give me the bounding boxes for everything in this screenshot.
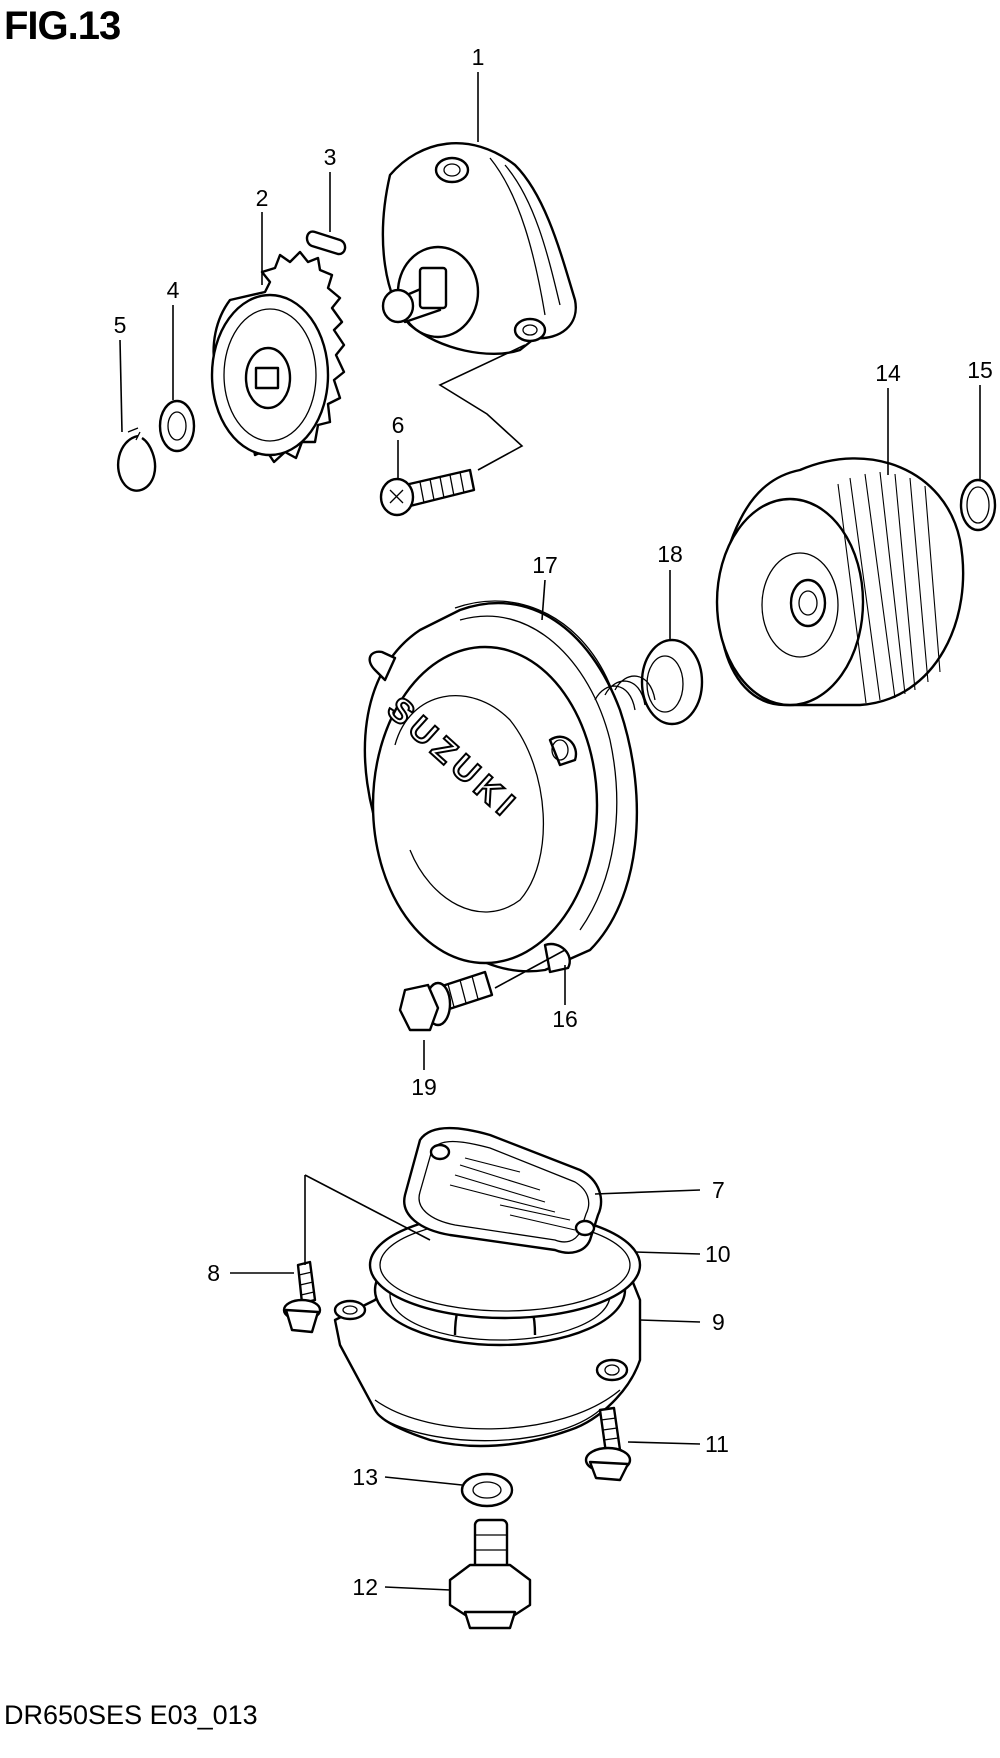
callout-2[interactable]: 2 [256, 185, 269, 211]
small-screw-part[interactable] [282, 1260, 322, 1334]
callout-19[interactable]: 19 [411, 1074, 437, 1100]
o-ring-part[interactable] [959, 478, 997, 532]
spring-part[interactable] [594, 638, 704, 726]
callout-10[interactable]: 10 [705, 1241, 731, 1267]
callout-9[interactable]: 9 [712, 1309, 725, 1335]
figure-title: FIG.13 [4, 4, 121, 48]
circlip-part[interactable] [116, 427, 157, 492]
callout-17[interactable]: 17 [532, 552, 558, 578]
callout-16[interactable]: 16 [552, 1006, 578, 1032]
washer-part[interactable] [158, 399, 196, 453]
callout-labels: 1 2 3 4 5 6 7 8 9 10 11 12 13 14 15 16 1… [114, 44, 993, 1600]
callout-7[interactable]: 7 [712, 1177, 725, 1203]
screw-part[interactable] [379, 468, 476, 517]
pan-screw-part[interactable] [584, 1406, 632, 1482]
strainer-gasket-part[interactable] [403, 1126, 603, 1254]
oil-pump-part[interactable] [381, 142, 577, 356]
callout-15[interactable]: 15 [967, 357, 993, 383]
drain-plug-part[interactable] [448, 1518, 532, 1630]
callout-14[interactable]: 14 [875, 360, 901, 386]
cover-bolt-part[interactable] [398, 970, 494, 1032]
callout-1[interactable]: 1 [472, 44, 485, 70]
assembly-guide-line [438, 344, 526, 471]
callout-11[interactable]: 11 [705, 1431, 729, 1457]
callout-leader-lines [119, 72, 981, 1591]
callout-4[interactable]: 4 [167, 277, 180, 303]
callout-13[interactable]: 13 [352, 1464, 378, 1490]
callout-5[interactable]: 5 [114, 312, 127, 338]
figure-footer: DR650SES E03_013 [4, 1700, 258, 1730]
callout-8[interactable]: 8 [207, 1260, 220, 1286]
callout-12[interactable]: 12 [352, 1574, 378, 1600]
drain-washer-part[interactable] [460, 1472, 514, 1508]
callout-6[interactable]: 6 [392, 412, 405, 438]
filter-cap-part[interactable]: SUZUKI [363, 600, 639, 974]
callout-3[interactable]: 3 [324, 144, 337, 170]
pump-gear-part[interactable] [210, 250, 346, 464]
pin-part[interactable] [305, 230, 347, 256]
callout-18[interactable]: 18 [657, 541, 683, 567]
oil-filter-part[interactable] [715, 457, 965, 707]
